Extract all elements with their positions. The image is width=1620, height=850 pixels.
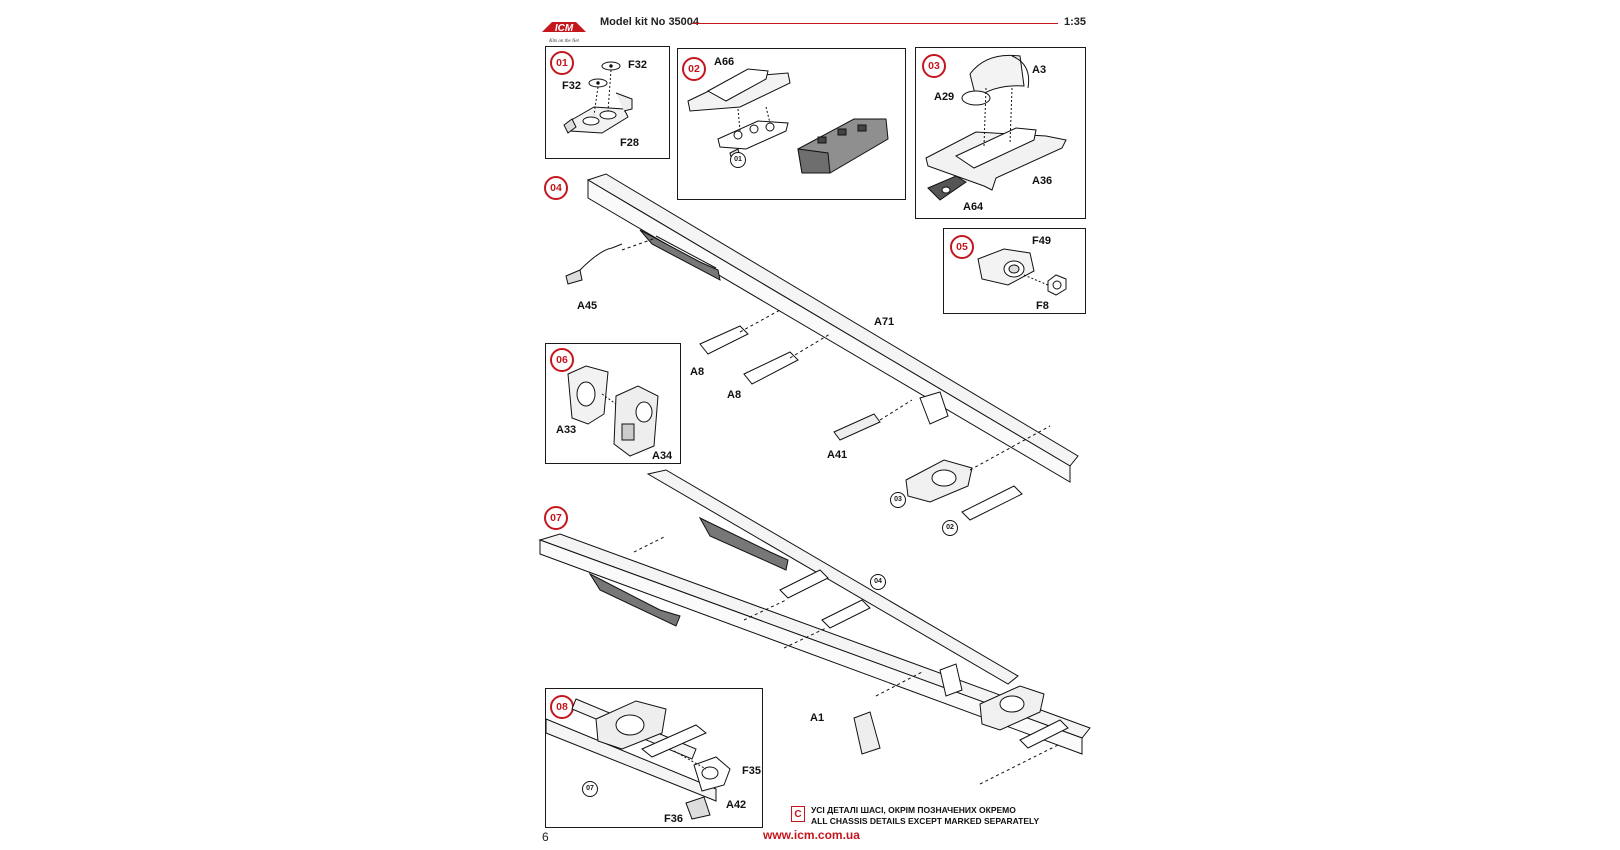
part-label: F8 <box>1036 300 1049 312</box>
part-label: A41 <box>827 449 848 461</box>
step-03-drawing <box>925 54 1067 201</box>
part-label: A33 <box>556 424 577 436</box>
part-label: A36 <box>1032 175 1053 187</box>
step-08-badge: 08 <box>550 695 574 719</box>
step-08-box: 08 F35 A42 F36 07 <box>545 688 763 828</box>
step-05-badge: 05 <box>950 235 974 259</box>
part-label: A3 <box>1032 64 1047 76</box>
step-03-box: 03 A3 A29 A36 A64 <box>915 47 1086 219</box>
step-ref-01: 01 <box>730 152 746 168</box>
note-line-ua: УСІ ДЕТАЛІ ШАСІ, ОКРІМ ПОЗНАЧЕНИХ ОКРЕМО <box>811 805 1016 815</box>
step-06-box: 06 A33 A34 <box>545 343 681 464</box>
step-ref-04: 04 <box>870 574 886 590</box>
part-label: F32 <box>562 80 581 92</box>
part-label: A8 <box>690 366 705 378</box>
part-label: A29 <box>934 91 955 103</box>
part-label: F32 <box>628 59 647 71</box>
step-02-box: 02 A66 01 <box>677 48 906 200</box>
icm-logo: ICM Kits on the Net <box>538 18 590 44</box>
part-label: A1 <box>810 712 825 724</box>
page-number: 6 <box>542 830 549 844</box>
step-06-drawing <box>567 365 659 457</box>
part-label: A45 <box>577 300 598 312</box>
step-01-drawing <box>563 61 633 134</box>
step-03-badge: 03 <box>922 54 946 78</box>
step-01-badge: 01 <box>550 51 574 75</box>
part-label: A42 <box>726 799 747 811</box>
step-02-drawing <box>687 68 889 174</box>
part-label: F35 <box>742 765 761 777</box>
step-07-badge: 07 <box>544 506 568 530</box>
step-ref-07: 07 <box>582 781 598 797</box>
part-label: A8 <box>727 389 742 401</box>
website-link[interactable]: www.icm.com.ua <box>763 828 860 842</box>
step-02-badge: 02 <box>682 57 706 81</box>
header-divider <box>692 23 1058 24</box>
step-06-badge: 06 <box>550 348 574 372</box>
part-label: A66 <box>714 56 735 68</box>
part-label: A34 <box>652 450 673 462</box>
step-05-drawing <box>977 248 1067 296</box>
part-label: F36 <box>664 813 683 825</box>
part-label: A64 <box>963 201 984 213</box>
step-01-box: 01 F32 F32 F28 <box>545 46 670 159</box>
step-04-badge: 04 <box>544 176 568 200</box>
svg-text:Kits on the Net: Kits on the Net <box>548 39 579 44</box>
chassis-note-icon: C <box>791 806 805 822</box>
icm-logo-graphic: ICM Kits on the Net <box>542 22 586 44</box>
svg-text:ICM: ICM <box>555 23 574 34</box>
step-08-drawing <box>545 698 731 820</box>
step-05-box: 05 F49 F8 <box>943 228 1086 314</box>
part-label: F28 <box>620 137 639 149</box>
kit-number: Model kit No 35004 <box>600 16 700 28</box>
step-ref-03: 03 <box>890 492 906 508</box>
part-label: F49 <box>1032 235 1051 247</box>
note-line-en: ALL CHASSIS DETAILS EXCEPT MARKED SEPARA… <box>811 816 1040 826</box>
scale-label: 1:35 <box>1064 16 1087 28</box>
part-label: A71 <box>874 316 895 328</box>
step-ref-02: 02 <box>942 520 958 536</box>
chassis-note: УСІ ДЕТАЛІ ШАСІ, ОКРІМ ПОЗНАЧЕНИХ ОКРЕМО… <box>811 805 1039 827</box>
